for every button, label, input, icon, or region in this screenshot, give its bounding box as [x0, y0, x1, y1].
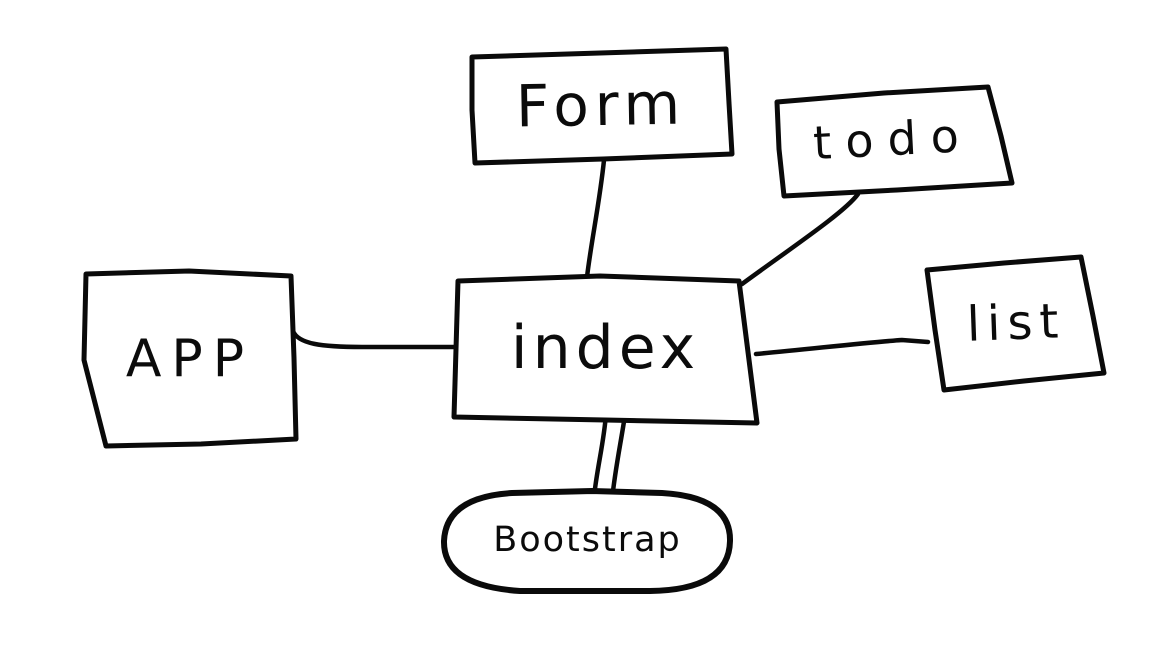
app-node-shape[interactable] — [81, 268, 299, 449]
edge-app-index — [290, 328, 460, 350]
form-node-shape[interactable] — [469, 46, 735, 166]
index-node-shape[interactable] — [451, 273, 760, 426]
edge-index-list — [753, 337, 931, 357]
edge-index-bootstrap-line-2 — [609, 412, 628, 503]
edge-index-bootstrap-line-1 — [591, 411, 609, 500]
list-node-shape[interactable] — [924, 254, 1107, 393]
bootstrap-node-shape[interactable] — [440, 488, 734, 594]
edge-todo-index — [739, 191, 861, 287]
edge-form-index — [584, 157, 607, 280]
todo-node-shape[interactable] — [774, 84, 1015, 199]
